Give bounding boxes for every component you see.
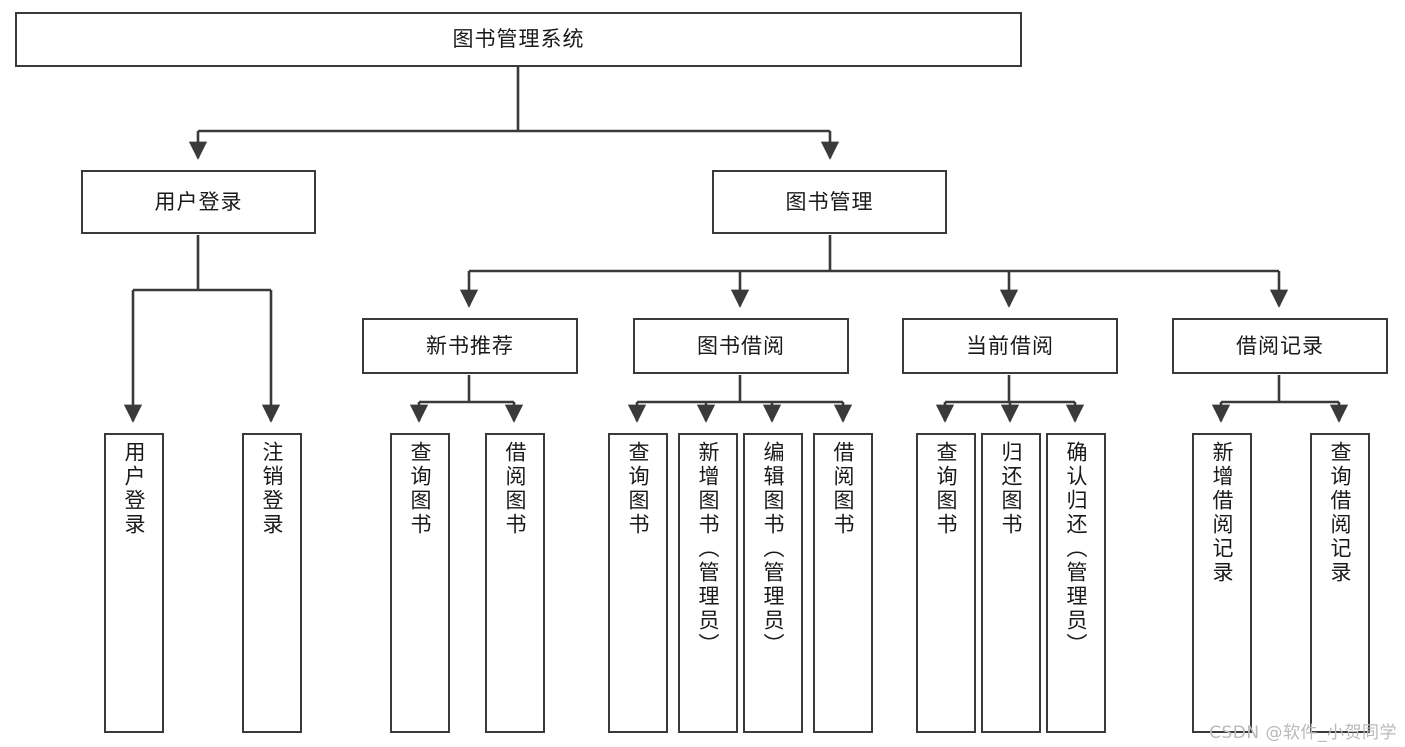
leaf-book-borrow-borrow-book-label: 借阅图书 bbox=[831, 441, 856, 537]
leaf-user-login-login[interactable]: 用户登录 bbox=[104, 433, 164, 733]
node-root-system-label: 图书管理系统 bbox=[452, 27, 585, 52]
leaf-book-borrow-edit-book-admin[interactable]: 编辑图书（管理员） bbox=[743, 433, 803, 733]
node-new-book-recommend[interactable]: 新书推荐 bbox=[362, 318, 578, 374]
node-current-borrow[interactable]: 当前借阅 bbox=[902, 318, 1118, 374]
node-borrow-record[interactable]: 借阅记录 bbox=[1172, 318, 1388, 374]
node-book-borrow-label: 图书借阅 bbox=[697, 333, 785, 358]
leaf-new-book-query-book[interactable]: 查询图书 bbox=[390, 433, 450, 733]
leaf-new-book-borrow-book[interactable]: 借阅图书 bbox=[485, 433, 545, 733]
leaf-book-borrow-add-book-admin[interactable]: 新增图书（管理员） bbox=[678, 433, 738, 733]
leaf-borrow-record-add-record[interactable]: 新增借阅记录 bbox=[1192, 433, 1252, 733]
leaf-borrow-record-query-record[interactable]: 查询借阅记录 bbox=[1310, 433, 1370, 733]
leaf-borrow-record-add-record-label: 新增借阅记录 bbox=[1210, 441, 1235, 585]
node-book-management[interactable]: 图书管理 bbox=[712, 170, 947, 234]
leaf-book-borrow-add-book-admin-label: 新增图书（管理员） bbox=[696, 441, 721, 657]
node-user-login[interactable]: 用户登录 bbox=[81, 170, 316, 234]
node-new-book-recommend-label: 新书推荐 bbox=[426, 333, 514, 358]
node-user-login-label: 用户登录 bbox=[154, 189, 243, 214]
leaf-book-borrow-query-book[interactable]: 查询图书 bbox=[608, 433, 668, 733]
leaf-current-borrow-query-book-label: 查询图书 bbox=[934, 441, 959, 537]
node-current-borrow-label: 当前借阅 bbox=[966, 333, 1054, 358]
leaf-book-borrow-edit-book-admin-label: 编辑图书（管理员） bbox=[761, 441, 786, 657]
leaf-user-login-login-label: 用户登录 bbox=[122, 441, 147, 537]
leaf-current-borrow-return-book-label: 归还图书 bbox=[999, 441, 1024, 537]
leaf-user-login-logout[interactable]: 注销登录 bbox=[242, 433, 302, 733]
node-root-system[interactable]: 图书管理系统 bbox=[15, 12, 1022, 67]
leaf-current-borrow-confirm-return-admin-label: 确认归还（管理员） bbox=[1064, 441, 1089, 657]
node-borrow-record-label: 借阅记录 bbox=[1236, 333, 1324, 358]
leaf-book-borrow-query-book-label: 查询图书 bbox=[626, 441, 651, 537]
leaf-book-borrow-borrow-book[interactable]: 借阅图书 bbox=[813, 433, 873, 733]
leaf-new-book-borrow-book-label: 借阅图书 bbox=[503, 441, 528, 537]
leaf-new-book-query-book-label: 查询图书 bbox=[408, 441, 433, 537]
leaf-current-borrow-confirm-return-admin[interactable]: 确认归还（管理员） bbox=[1046, 433, 1106, 733]
leaf-current-borrow-query-book[interactable]: 查询图书 bbox=[916, 433, 976, 733]
node-book-borrow[interactable]: 图书借阅 bbox=[633, 318, 849, 374]
node-book-management-label: 图书管理 bbox=[785, 189, 874, 214]
leaf-user-login-logout-label: 注销登录 bbox=[260, 441, 285, 537]
leaf-current-borrow-return-book[interactable]: 归还图书 bbox=[981, 433, 1041, 733]
leaf-borrow-record-query-record-label: 查询借阅记录 bbox=[1328, 441, 1353, 585]
